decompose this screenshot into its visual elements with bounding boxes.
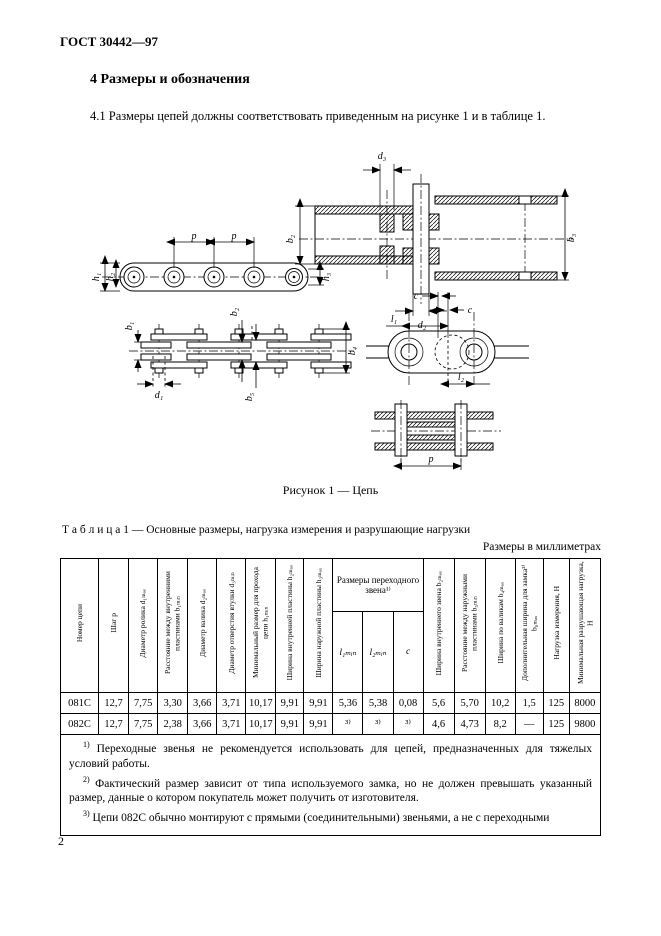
col-header-bush-hole-diameter: Диаметр отверстия втулки d₃ₘᵢₙ bbox=[216, 558, 247, 693]
figure-cross-section-drawing: d₃ b₂ b₃ d₂ bbox=[285, 151, 577, 331]
table-cell: 3,66 bbox=[187, 692, 218, 714]
col-subheader-l1min: l₁ₘᵢₙ bbox=[332, 611, 364, 693]
dim-label-p2: p bbox=[231, 231, 237, 242]
dim-label-h1: h₁ bbox=[91, 273, 102, 281]
col-header-extra-lock-width: Дополнительная ширина для замка²⁾ b₆ₘₐₓ bbox=[514, 558, 544, 693]
dim-label-b1: b₁ bbox=[124, 322, 135, 330]
table-cell: 8,2 bbox=[484, 713, 516, 735]
table-cell: 2,38 bbox=[157, 713, 189, 735]
table-cell: 10,17 bbox=[245, 713, 277, 735]
dimensions-table: Номер цепи Шаг p Диаметр ролика d₁ₘₐₓ Ра… bbox=[59, 557, 602, 837]
table-cell: 9800 bbox=[568, 713, 602, 735]
footnote-3: 3) Цепи 082С обычно монтируют с прямыми … bbox=[83, 809, 550, 825]
dim-label-c2: c bbox=[468, 305, 473, 316]
table-cell: 4,73 bbox=[453, 713, 486, 735]
dim-label-p-bottom: p bbox=[428, 454, 434, 465]
table-cell: 3,71 bbox=[216, 692, 247, 714]
table-cell: 125 bbox=[542, 713, 570, 735]
footnote-1: 1) Переходные звенья не рекомендуется ис… bbox=[69, 740, 593, 770]
table-cell: 7,75 bbox=[128, 692, 159, 714]
dim-label-d1: d₁ bbox=[155, 390, 163, 401]
col-header-pin-diameter: Диаметр валика d₂ₘₐₓ bbox=[187, 558, 218, 693]
section-title: 4 Размеры и обозначения bbox=[90, 72, 250, 87]
table-footnotes: 1) Переходные звенья не рекомендуется ис… bbox=[60, 733, 601, 837]
table-cell: 9,91 bbox=[275, 692, 305, 714]
table-caption: Т а б л и ц а 1 — Основные размеры, нагр… bbox=[62, 524, 471, 536]
dim-label-b2-cross: b₂ bbox=[285, 234, 296, 243]
dim-label-p1: p bbox=[191, 231, 197, 242]
table-cell: ³⁾ bbox=[392, 713, 424, 735]
dim-label-b4: b₄ bbox=[347, 346, 358, 355]
table-cell: 7,75 bbox=[128, 713, 159, 735]
table-cell: 0,08 bbox=[392, 692, 424, 714]
table-cell: 8000 bbox=[568, 692, 602, 714]
dim-label-h3: h₃ bbox=[321, 272, 332, 281]
col-group-transition-link: Размеры переходного звена¹⁾ bbox=[332, 557, 424, 613]
figure-side-view-drawing: p p h₁ h₂ h₃ bbox=[91, 231, 332, 292]
table-cell: 9,91 bbox=[275, 713, 305, 735]
col-header-chain-number: Номер цепи bbox=[59, 558, 100, 693]
dim-label-d3: d₃ bbox=[378, 151, 387, 162]
table-cell: ³⁾ bbox=[362, 713, 394, 735]
page-number: 2 bbox=[58, 834, 64, 848]
table-cell: 3,66 bbox=[187, 713, 218, 735]
table-cell: 5,36 bbox=[332, 692, 364, 714]
col-header-inner-plate-distance: Расстояние между внутренними пластинами … bbox=[157, 558, 189, 693]
col-header-outer-plate-distance: Расстояние между наружными пластинами b₅… bbox=[453, 558, 486, 693]
table-cell: 12,7 bbox=[98, 692, 130, 714]
table-cell: 10,17 bbox=[245, 692, 277, 714]
table-cell: 5,70 bbox=[453, 692, 486, 714]
col-header-pitch: Шаг p bbox=[98, 558, 130, 693]
footnote-2: 2) Фактический размер зависит от типа ис… bbox=[69, 774, 593, 805]
table-cell: 9,91 bbox=[303, 713, 334, 735]
figure-plan-view-drawing: b₁ d₁ b₂ b₅ b₄ bbox=[124, 307, 358, 401]
col-subheader-c: c bbox=[392, 611, 424, 693]
dim-label-b3: b₃ bbox=[566, 233, 577, 242]
table-cell: 3,30 bbox=[157, 692, 189, 714]
table-cell: — bbox=[514, 713, 544, 735]
dim-label-b2-plan: b₂ bbox=[229, 307, 240, 316]
table-cell: 5,6 bbox=[422, 692, 455, 714]
col-header-measuring-load: Нагрузка измерения, Н bbox=[542, 558, 570, 693]
figure-joint-section-drawing: p bbox=[371, 400, 501, 470]
table-cell: 082С bbox=[59, 713, 100, 735]
table-units-note: Размеры в миллиметрах bbox=[482, 541, 601, 553]
figure-caption: Рисунок 1 — Цепь bbox=[282, 483, 379, 497]
col-subheader-l2min: l₂ₘᵢₙ bbox=[362, 611, 394, 693]
table-cell: 9,91 bbox=[303, 692, 334, 714]
col-header-width-over-pins: Ширина по валикам b₄ₘₐₓ bbox=[484, 558, 516, 693]
table-cell: 125 bbox=[542, 692, 570, 714]
dim-label-l1: l₁ bbox=[391, 314, 397, 325]
col-header-inner-link-width: Ширина внутреннего звена b₂ₘₐₓ bbox=[422, 558, 455, 693]
col-header-roller-diameter: Диаметр ролика d₁ₘₐₓ bbox=[128, 558, 159, 693]
col-header-chain-passage: Минимальный размер для прохода цепи h₁ₘᵢ… bbox=[245, 558, 277, 693]
table-cell: 3,71 bbox=[216, 713, 247, 735]
table-cell: 12,7 bbox=[98, 713, 130, 735]
table-cell: 10,2 bbox=[484, 692, 516, 714]
dim-label-c1: c bbox=[414, 291, 419, 302]
table-cell: 1,5 bbox=[514, 692, 544, 714]
dim-label-b5: b₅ bbox=[244, 392, 255, 401]
doc-code: ГОСТ 30442—97 bbox=[60, 34, 159, 49]
table-cell: 5,38 bbox=[362, 692, 394, 714]
figure-transition-link-drawing: c c l₁ l₂ bbox=[366, 291, 529, 388]
section-paragraph: 4.1 Размеры цепей должны соответствовать… bbox=[90, 109, 546, 123]
dim-label-h2: h₂ bbox=[105, 272, 116, 281]
table-cell: 081С bbox=[59, 692, 100, 714]
col-header-inner-plate-width: Ширина внутренней пластины h₂ₘₐₓ bbox=[275, 558, 305, 693]
col-header-breaking-load: Минимальная разрушающая нагрузка, Н bbox=[568, 558, 602, 693]
dim-label-l2: l₂ bbox=[458, 372, 465, 383]
col-header-outer-plate-width: Ширина наружной пластины h₃ₘₐₓ bbox=[303, 558, 334, 693]
table-cell: 4,6 bbox=[422, 713, 455, 735]
table-cell: ³⁾ bbox=[332, 713, 364, 735]
